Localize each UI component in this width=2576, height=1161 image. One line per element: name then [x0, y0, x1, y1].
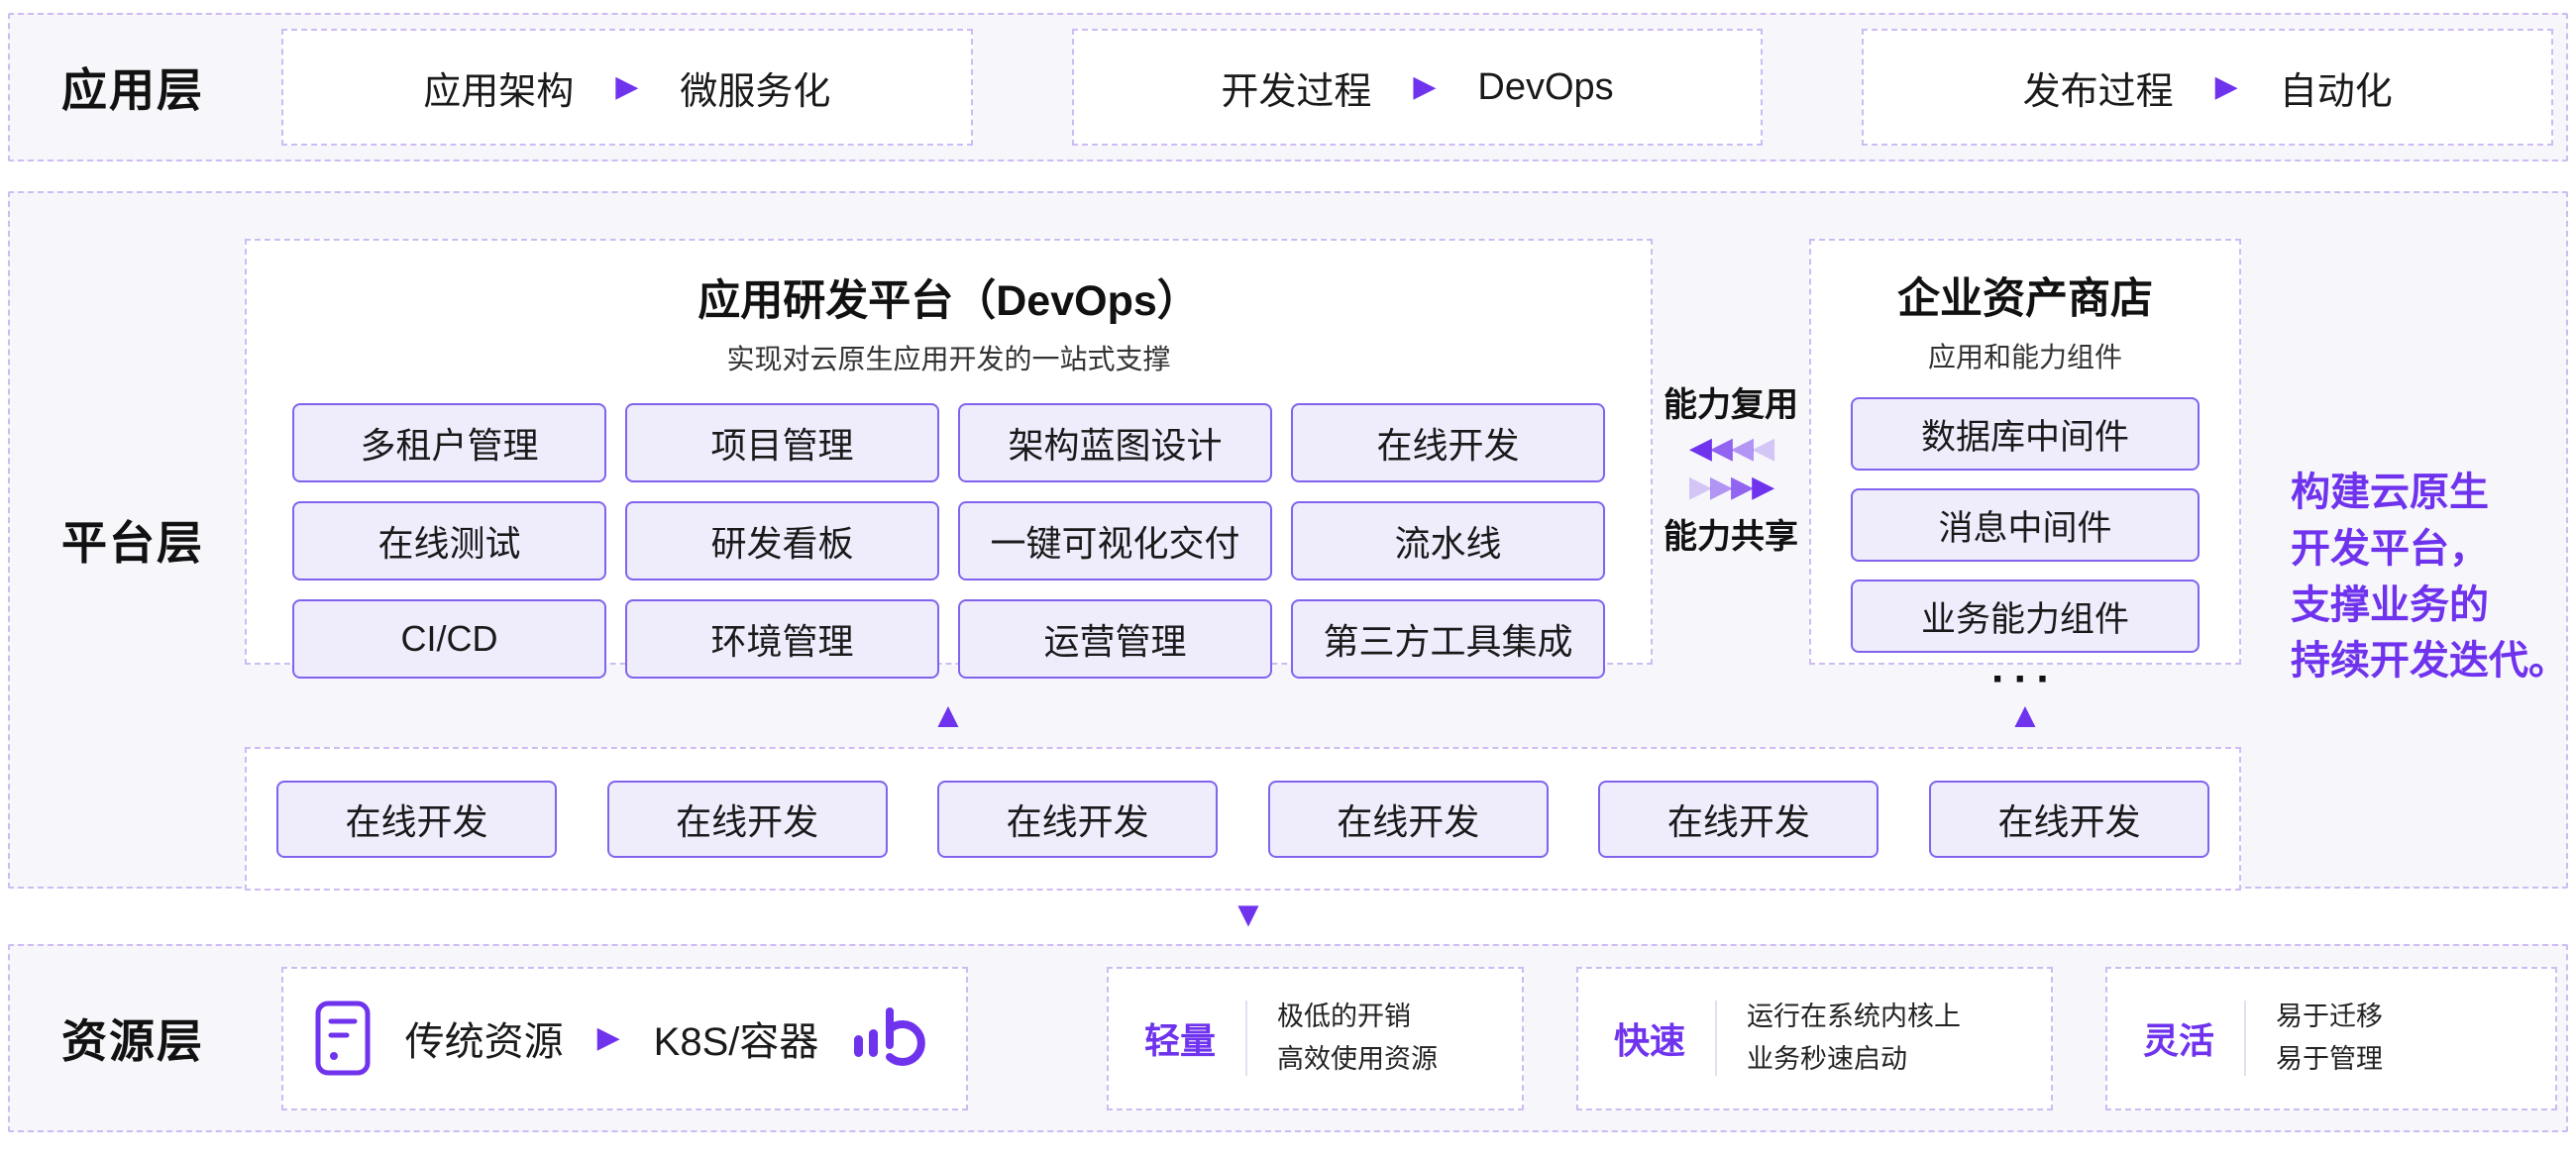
- platform-top-row: 应用研发平台（DevOps） 实现对云原生应用开发的一站式支撑 多租户管理 项目…: [245, 239, 2568, 703]
- asset-store-items: 数据库中间件 消息中间件 业务能力组件: [1851, 397, 2200, 653]
- app-item-left: 发布过程: [2022, 70, 2174, 113]
- resource-boxes: 传统资源 ▶ K8S/容器 轻量: [245, 946, 2570, 1130]
- app-item-right: 自动化: [2279, 70, 2393, 113]
- container-logo-icon: [852, 1005, 935, 1071]
- platform-slogan: 构建云原生 开发平台， 支撑业务的 持续开发迭代。: [2241, 239, 2568, 689]
- arrow-right-icon: ▶: [596, 1021, 620, 1054]
- capability-cell: 多租户管理: [292, 403, 606, 482]
- arrows-right-icon: ▶▶▶▶: [1688, 471, 1774, 503]
- devops-platform-subtitle: 实现对云原生应用开发的一站式支撑: [726, 344, 1171, 374]
- slogan-line: 持续开发迭代。: [2291, 639, 2568, 684]
- asset-cell: 消息中间件: [1851, 488, 2200, 562]
- app-box-architecture: 应用架构 ▶ 微服务化: [281, 29, 973, 146]
- capability-cell: 架构蓝图设计: [958, 403, 1272, 482]
- vertical-divider: [2244, 1001, 2247, 1076]
- devops-platform-title: 应用研发平台（DevOps）: [698, 277, 1200, 325]
- arrow-right-icon: ▶: [1413, 70, 1437, 103]
- layer-connector: ▼: [8, 889, 2568, 944]
- transition-right-label: K8S/容器: [653, 1020, 819, 1064]
- devops-platform-box: 应用研发平台（DevOps） 实现对云原生应用开发的一站式支撑 多租户管理 项目…: [245, 239, 1653, 679]
- app-box-release: 发布过程 ▶ 自动化: [1862, 29, 2554, 146]
- arrows-left-icon: ◀◀◀◀: [1688, 432, 1774, 465]
- vertical-divider: [1245, 1001, 1248, 1076]
- capability-cell: 在线开发: [1291, 403, 1605, 482]
- online-dev-cell: 在线开发: [937, 780, 1219, 858]
- arrow-up-icon: ▲: [2007, 694, 2043, 736]
- capability-cell: 环境管理: [625, 599, 939, 679]
- asset-more-ellipsis: ···: [1991, 655, 2059, 703]
- transition-left-label: 传统资源: [404, 1020, 564, 1064]
- arrow-right-icon: ▶: [615, 70, 639, 103]
- feature-description: 极低的开销 高效使用资源: [1277, 996, 1438, 1081]
- capability-cell: 在线测试: [292, 501, 606, 580]
- online-dev-cell: 在线开发: [1928, 780, 2209, 858]
- capability-cell: 一键可视化交付: [958, 501, 1272, 580]
- feature-line: 易于管理: [2276, 1044, 2384, 1074]
- app-box-devprocess: 开发过程 ▶ DevOps: [1071, 29, 1764, 146]
- feature-lightweight-box: 轻量 极低的开销 高效使用资源: [1107, 966, 1524, 1110]
- feature-flexible-box: 灵活 易于迁移 易于管理: [2105, 966, 2557, 1110]
- app-layer-band: 应用层 应用架构 ▶ 微服务化 开发过程 ▶ DevOps 发布过程 ▶ 自动化: [8, 13, 2568, 161]
- resource-transition-box: 传统资源 ▶ K8S/容器: [281, 966, 968, 1110]
- asset-store-subtitle: 应用和能力组件: [1927, 342, 2122, 372]
- capability-cell: 研发看板: [625, 501, 939, 580]
- resource-layer-content: 传统资源 ▶ K8S/容器 轻量: [245, 946, 2570, 1130]
- online-dev-row-box: 在线开发 在线开发 在线开发 在线开发 在线开发 在线开发: [245, 747, 2241, 892]
- up-arrows-row: ▲ ▲: [245, 695, 2568, 743]
- asset-store-box: 企业资产商店 应用和能力组件 数据库中间件 消息中间件 业务能力组件 ···: [1809, 239, 2241, 703]
- resource-layer-label: 资源层: [61, 1015, 204, 1067]
- feature-line: 高效使用资源: [1277, 1044, 1439, 1074]
- app-item-right: DevOps: [1477, 65, 1614, 108]
- app-item-right: 微服务化: [680, 70, 831, 113]
- capability-exchange-column: 能力复用 ◀◀◀◀ ▶▶▶▶ 能力共享: [1657, 239, 1805, 558]
- arrow-down-icon: ▼: [1231, 894, 1266, 934]
- slogan-line: 支撑业务的: [2291, 582, 2489, 627]
- online-dev-cell: 在线开发: [1598, 780, 1879, 858]
- feature-fast-box: 快速 运行在系统内核上 业务秒速启动: [1576, 966, 2053, 1110]
- online-dev-cell: 在线开发: [276, 780, 557, 858]
- capability-share-label: 能力共享: [1664, 518, 1798, 556]
- feature-line: 易于迁移: [2276, 1001, 2384, 1031]
- capability-cell: 流水线: [1291, 501, 1605, 580]
- feature-keyword: 灵活: [2143, 1020, 2215, 1061]
- platform-layer-band: 平台层 应用研发平台（DevOps） 实现对云原生应用开发的一站式支撑 多租户管…: [8, 191, 2568, 892]
- feature-line: 运行在系统内核上: [1747, 1001, 1962, 1031]
- capability-cell: 运营管理: [958, 599, 1272, 679]
- feature-description: 运行在系统内核上 业务秒速启动: [1747, 996, 1961, 1081]
- resource-layer-band: 资源层 传统资源 ▶ K8S/容器: [8, 944, 2568, 1132]
- app-item-left: 应用架构: [423, 70, 575, 113]
- app-boxes: 应用架构 ▶ 微服务化 开发过程 ▶ DevOps 发布过程 ▶ 自动化: [245, 15, 2566, 159]
- app-layer-label: 应用层: [61, 64, 204, 116]
- vertical-divider: [1715, 1001, 1718, 1076]
- feature-keyword: 快速: [1614, 1020, 1686, 1061]
- server-icon: [314, 1000, 372, 1077]
- online-dev-cell: 在线开发: [606, 780, 888, 858]
- devops-capability-grid: 多租户管理 项目管理 架构蓝图设计 在线开发 在线测试 研发看板 一键可视化交付…: [292, 403, 1605, 679]
- feature-keyword: 轻量: [1144, 1020, 1217, 1061]
- slogan-line: 开发平台，: [2291, 526, 2489, 571]
- slogan-line: 构建云原生: [2291, 471, 2489, 514]
- arrow-up-icon: ▲: [930, 694, 966, 736]
- app-item-left: 开发过程: [1221, 70, 1372, 113]
- feature-line: 业务秒速启动: [1747, 1044, 1908, 1074]
- asset-store-title: 企业资产商店: [1897, 275, 2153, 323]
- capability-cell: CI/CD: [292, 599, 606, 679]
- feature-line: 极低的开销: [1277, 1001, 1412, 1031]
- capability-cell: 项目管理: [625, 403, 939, 482]
- online-dev-cell: 在线开发: [1267, 780, 1549, 858]
- platform-layer-label: 平台层: [61, 517, 204, 569]
- asset-cell: 数据库中间件: [1851, 397, 2200, 471]
- capability-reuse-label: 能力复用: [1664, 386, 1798, 424]
- arrow-right-icon: ▶: [2214, 70, 2238, 103]
- asset-cell: 业务能力组件: [1851, 580, 2200, 653]
- app-layer-content: 应用架构 ▶ 微服务化 开发过程 ▶ DevOps 发布过程 ▶ 自动化: [245, 15, 2566, 159]
- capability-cell: 第三方工具集成: [1291, 599, 1605, 679]
- platform-layer-content: 应用研发平台（DevOps） 实现对云原生应用开发的一站式支撑 多租户管理 项目…: [245, 193, 2576, 892]
- feature-description: 易于迁移 易于管理: [2276, 996, 2383, 1081]
